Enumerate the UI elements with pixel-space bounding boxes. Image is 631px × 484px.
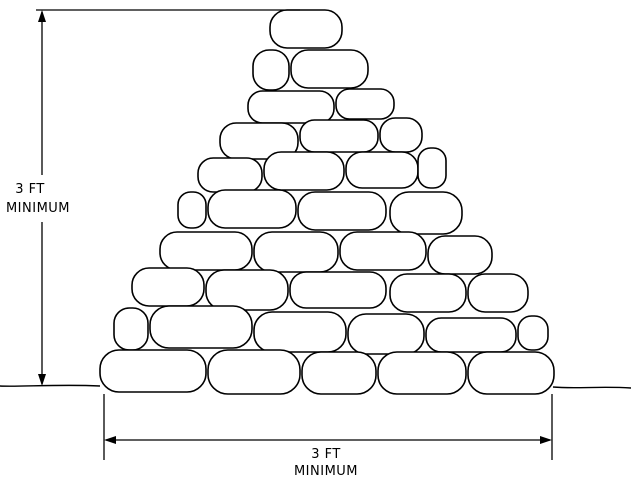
- ground-line: [0, 384, 631, 389]
- stone-r6-3: [297, 191, 387, 231]
- stone-r8-5: [467, 273, 529, 313]
- stone-r4-3: [379, 117, 423, 153]
- stone-r4-2: [299, 119, 379, 153]
- stone-r5-1: [197, 157, 263, 193]
- stone-r1-1: [269, 9, 343, 49]
- stone-r9-4: [347, 313, 425, 355]
- stone-r3-1: [247, 90, 335, 124]
- stone-r7-1: [159, 231, 253, 271]
- height-qualifier-label: MINIMUM: [6, 201, 70, 216]
- stone-r6-4: [389, 191, 463, 235]
- height-arrow-bottom: [38, 374, 46, 386]
- stone-r9-6: [517, 315, 549, 351]
- stone-r8-4: [389, 273, 467, 313]
- stone-stack: [99, 9, 555, 395]
- width-value-label: 3 FT: [311, 447, 341, 462]
- stone-r7-3: [339, 231, 427, 271]
- stone-r8-2: [205, 269, 289, 311]
- height-dimension: 3 FT MINIMUM: [6, 9, 300, 386]
- stone-r2-1: [252, 49, 290, 91]
- stone-r4-1: [219, 122, 299, 160]
- stone-r9-2: [149, 305, 253, 349]
- stone-r7-2: [253, 231, 339, 273]
- height-value-label: 3 FT: [15, 182, 45, 197]
- stone-r5-2: [263, 151, 345, 191]
- stone-r9-1: [113, 307, 149, 351]
- stone-r2-2: [290, 49, 369, 89]
- stone-r10-4: [377, 351, 467, 395]
- stone-r10-1: [99, 349, 207, 393]
- width-arrow-right: [540, 436, 552, 444]
- stone-r8-3: [289, 271, 387, 309]
- width-qualifier-label: MINIMUM: [294, 464, 358, 479]
- stone-r10-2: [207, 349, 301, 395]
- stone-r8-1: [131, 267, 205, 307]
- width-dimension: 3 FT MINIMUM: [103, 394, 553, 479]
- stone-r9-3: [253, 311, 347, 353]
- width-arrow-left: [104, 436, 116, 444]
- stone-r10-5: [467, 351, 555, 395]
- stone-r3-2: [335, 88, 395, 120]
- stone-r5-4: [417, 147, 447, 189]
- stone-r6-1: [177, 191, 207, 229]
- stone-r6-2: [207, 189, 297, 229]
- stone-r10-3: [301, 351, 377, 395]
- stone-r7-4: [427, 235, 493, 275]
- stone-r5-3: [345, 151, 419, 189]
- stone-r9-5: [425, 317, 517, 353]
- height-arrow-top: [38, 10, 46, 22]
